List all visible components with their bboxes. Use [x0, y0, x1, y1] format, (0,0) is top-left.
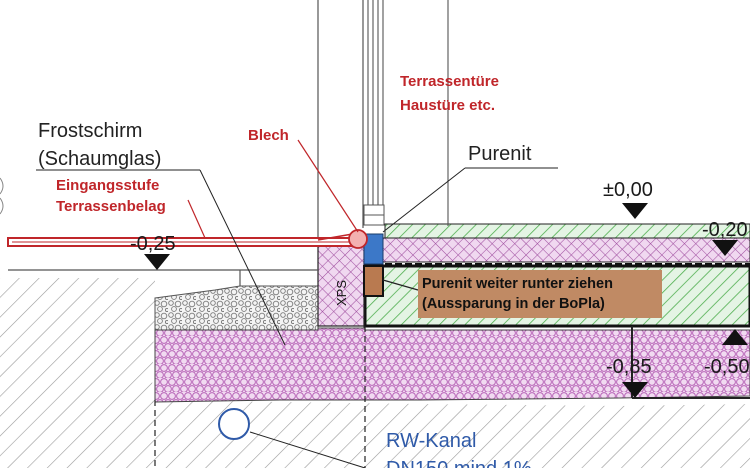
label-terrassentuere: Terrassentüre — [400, 73, 499, 90]
label-eingangsstufe: Eingangsstufe — [56, 177, 159, 194]
label-xps: XPS — [334, 280, 349, 306]
leader-blech — [297, 139, 359, 233]
level-minus-020: -0,20 — [702, 219, 748, 241]
level-minus-085: -0,85 — [606, 356, 652, 378]
label-purenit: Purenit — [468, 143, 532, 165]
leader-note — [382, 279, 419, 291]
level-marker-minus-050 — [722, 329, 748, 345]
note-line-2: (Aussparung in der BoPla) — [422, 296, 605, 312]
leader-purenit — [382, 167, 466, 233]
leader-rw-kanal — [249, 431, 366, 468]
purenit-extension-block — [363, 265, 384, 297]
label-blech: Blech — [248, 127, 289, 144]
level-marker-minus-085 — [622, 382, 648, 398]
level-zero: ±0,00 — [603, 179, 653, 201]
floor-insulation-layer — [382, 237, 750, 263]
floor-screed-layer — [384, 223, 750, 239]
gravel-layer — [154, 285, 319, 333]
label-haustuere: Haustüre etc. — [400, 97, 495, 114]
leader-frostschirm — [199, 169, 286, 346]
flashing-marker — [348, 229, 368, 249]
label-frostschirm: Frostschirm — [38, 120, 142, 142]
note-line-1: Purenit weiter runter ziehen — [422, 276, 613, 292]
purenit-block — [363, 233, 384, 265]
level-minus-050: -0,50 — [704, 356, 750, 378]
label-terrassenbelag: Terrassenbelag — [56, 198, 166, 215]
soil-hatch-left — [0, 278, 160, 468]
level-marker-minus-020 — [712, 240, 738, 256]
level-minus-025: -0,25 — [130, 233, 176, 255]
soil-hatch-bottom — [152, 400, 750, 468]
label-rw-kanal: RW-Kanal — [386, 430, 476, 452]
label-schaumglas: (Schaumglas) — [38, 148, 161, 170]
leader-terrassenbelag — [187, 199, 206, 239]
level-marker-minus-025 — [144, 254, 170, 270]
level-marker-zero — [622, 203, 648, 219]
label-rw-kanal-spec: DN150 mind 1% — [386, 458, 532, 468]
drain-pipe — [218, 408, 250, 440]
cut-mark — [0, 177, 4, 215]
foam-glass-frost-shield — [154, 327, 750, 403]
note-box — [418, 270, 662, 318]
